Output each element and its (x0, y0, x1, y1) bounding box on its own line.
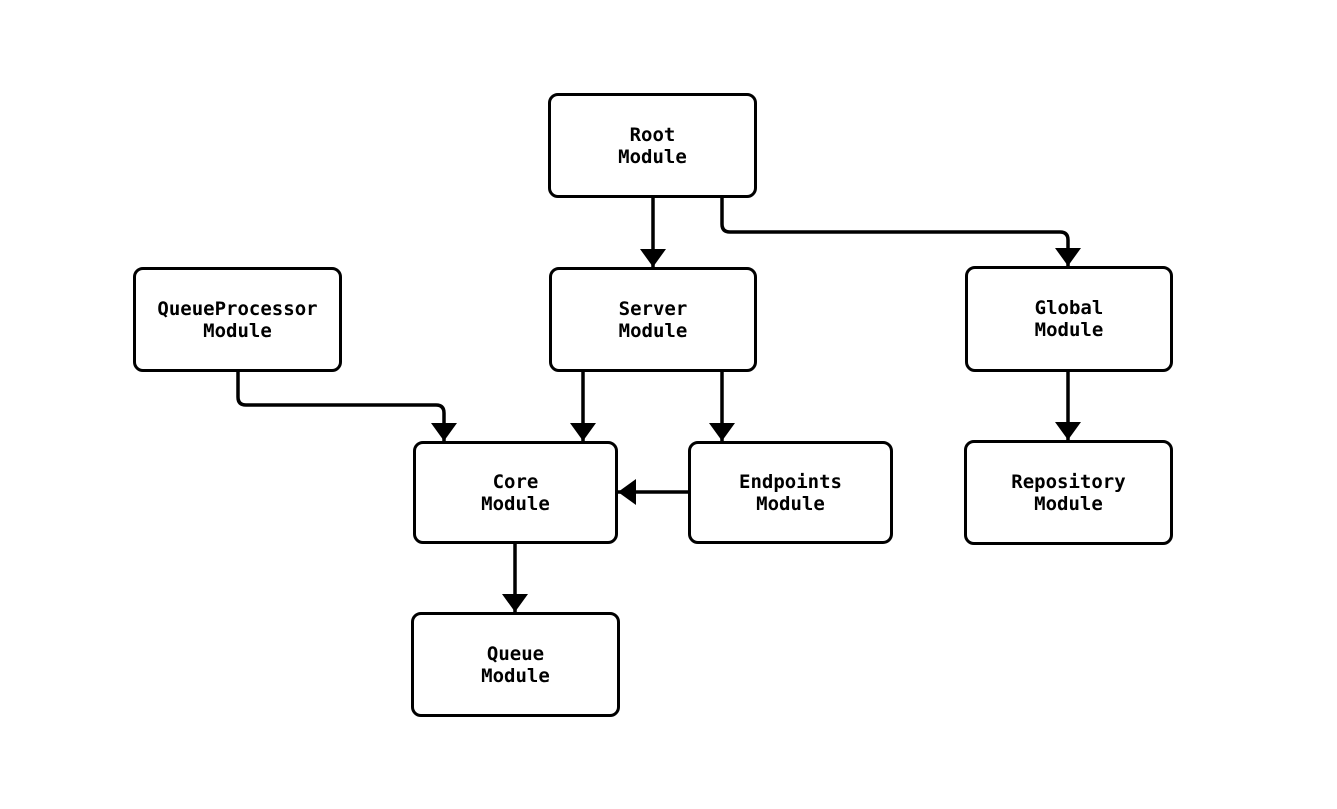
node-endpoints-module: Endpoints Module (688, 441, 893, 544)
node-queue-module-label: Queue Module (481, 642, 550, 687)
node-root-module: Root Module (548, 93, 757, 198)
node-queueprocessor-module: QueueProcessor Module (133, 267, 342, 372)
node-repository-module: Repository Module (964, 440, 1173, 545)
node-global-module-label: Global Module (1034, 297, 1104, 341)
edge-root-to-global (720, 198, 1081, 266)
node-queue-module: Queue Module (411, 612, 620, 717)
node-core-module-label: Core Module (481, 470, 550, 515)
node-global-module: Global Module (965, 266, 1173, 372)
node-queueprocessor-module-label: QueueProcessor Module (157, 297, 318, 342)
node-server-module-label: Server Module (618, 297, 688, 342)
edge-queueprocessor-to-core (236, 372, 457, 441)
node-core-module: Core Module (413, 441, 618, 544)
node-root-module-label: Root Module (618, 123, 687, 168)
node-server-module: Server Module (549, 267, 757, 372)
node-repository-module-label: Repository Module (1011, 470, 1126, 515)
node-endpoints-module-label: Endpoints Module (739, 470, 842, 515)
